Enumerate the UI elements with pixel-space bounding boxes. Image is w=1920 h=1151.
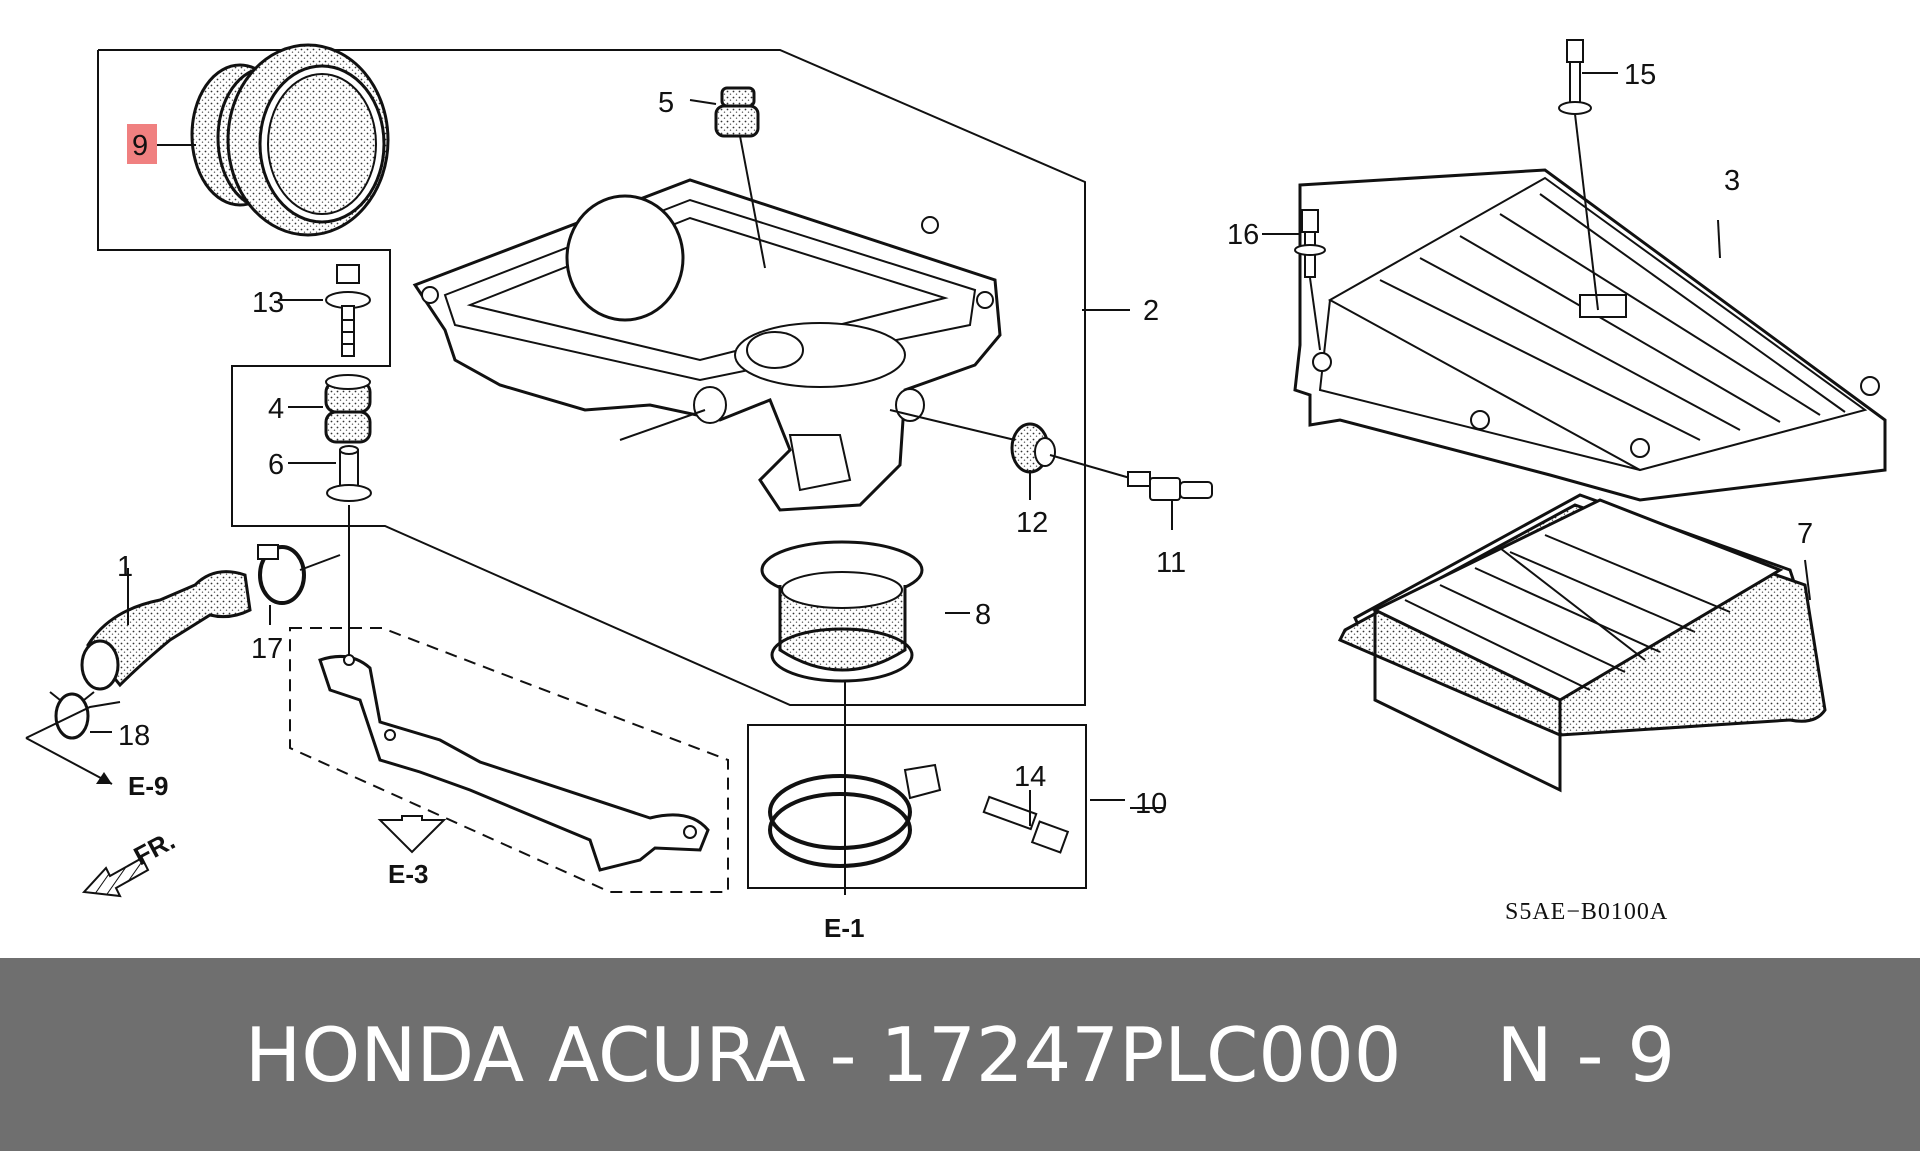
callout-11: 11 xyxy=(1156,547,1186,579)
brand-name: HONDA ACURA xyxy=(244,1010,806,1099)
title-separator: - xyxy=(829,1010,857,1099)
part-info-banner: HONDA ACURA - 17247PLC000 N - 9 xyxy=(0,958,1920,1151)
callout-16: 16 xyxy=(1227,219,1259,251)
part-number: 17247PLC000 xyxy=(880,1010,1402,1099)
part-16-bolt xyxy=(1294,209,1326,278)
callout-4: 4 xyxy=(268,393,284,425)
part-10-box xyxy=(747,724,1087,889)
part-2-air-cleaner-housing xyxy=(412,178,1002,512)
callout-1: 1 xyxy=(117,551,133,583)
part-1-hose xyxy=(80,570,252,691)
callout-13: 13 xyxy=(252,287,284,319)
bracket-dashed-region xyxy=(289,627,729,893)
parts-diagram: 1 2 3 4 5 6 7 8 9 10 11 12 13 14 15 16 1… xyxy=(25,39,1887,943)
front-direction-arrow xyxy=(81,856,150,898)
callout-12: 12 xyxy=(1016,507,1048,539)
part-17-clamp xyxy=(257,544,306,605)
part-5-grommet xyxy=(714,86,760,138)
part-3-cover xyxy=(1293,168,1887,502)
part-15-bolt xyxy=(1558,39,1592,115)
callout-2: 2 xyxy=(1143,295,1159,327)
callout-15: 15 xyxy=(1624,59,1656,91)
part-8-seal xyxy=(760,540,924,683)
part-13-bolt xyxy=(325,264,371,357)
callout-6: 6 xyxy=(268,449,284,481)
callout-9: 9 xyxy=(132,130,148,162)
part-12-grommet xyxy=(1010,422,1056,474)
part-18-clip xyxy=(49,691,95,740)
diagram-position: N - 9 xyxy=(1496,1010,1676,1099)
callout-14: 14 xyxy=(1014,761,1046,793)
callout-7: 7 xyxy=(1797,518,1813,550)
group-outline xyxy=(97,49,1086,706)
part-4-grommet xyxy=(324,374,372,444)
ref-e3: E-3 xyxy=(388,859,428,889)
callout-8: 8 xyxy=(975,599,991,631)
part-9-intake-duct xyxy=(190,43,390,237)
diagram-code: S5AE−B0100A xyxy=(1505,899,1668,925)
callout-3: 3 xyxy=(1724,165,1740,197)
ref-e1: E-1 xyxy=(824,913,864,943)
callout-5: 5 xyxy=(658,87,674,119)
part-6-collar xyxy=(326,445,372,502)
e3-arrow xyxy=(377,815,447,854)
part-11-sensor xyxy=(1127,471,1213,501)
ref-e9: E-9 xyxy=(128,771,168,801)
part-10-band-clamp xyxy=(768,763,942,868)
part-7-filter-element xyxy=(1337,493,1827,793)
callout-18: 18 xyxy=(118,720,150,752)
callout-17: 17 xyxy=(251,633,283,665)
callout-highlight xyxy=(127,124,157,164)
callout-10: 10 xyxy=(1135,788,1167,820)
mounting-bracket xyxy=(318,654,710,872)
part-14-bolt xyxy=(982,795,1070,854)
